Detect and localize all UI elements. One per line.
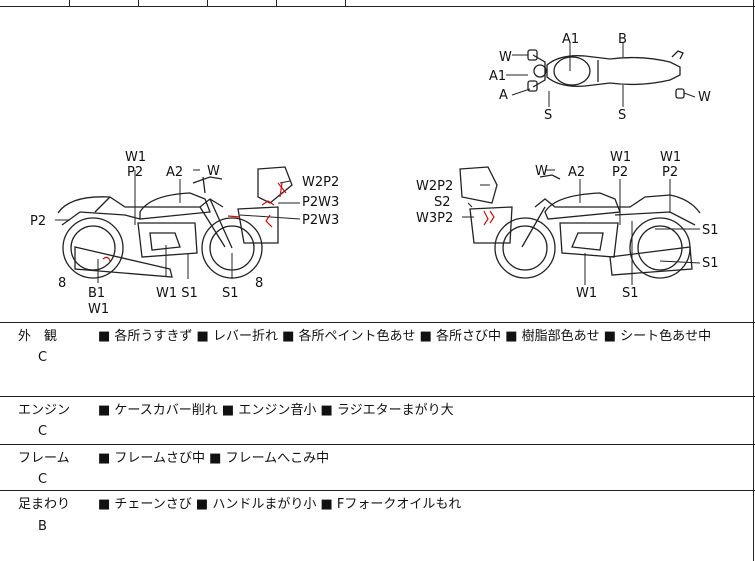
section-description: ■ ケースカバー削れ ■ エンジン音小 ■ ラジエターまがり大 <box>98 403 454 418</box>
damage-marks <box>102 182 495 262</box>
label-right-w2p2: W2P2 <box>416 179 453 194</box>
section-description: ■ チェーンさび ■ ハンドルまがり小 ■ Fフォークオイルもれ <box>98 497 462 512</box>
left-side-motorcycle <box>57 166 293 279</box>
label-right-a2: A2 <box>568 165 585 180</box>
section-description: ■ フレームさび中 ■ フレームへこみ中 <box>98 451 330 466</box>
label-left-8a: 8 <box>58 276 66 291</box>
label-left-w2p2: W2P2 <box>302 175 339 190</box>
header-cell <box>138 0 208 6</box>
header-row <box>0 0 755 7</box>
label-top-s2: S <box>618 108 626 123</box>
label-right-s1-a: S1 <box>702 223 719 238</box>
label-left-p2w3-a: P2W3 <box>302 195 339 210</box>
section-grade: C <box>38 350 48 365</box>
label-left-p2: P2 <box>127 165 143 180</box>
label-left-a2: A2 <box>166 165 183 180</box>
label-top-a1: A1 <box>562 32 579 47</box>
label-left-w1-b: W1 <box>88 302 109 317</box>
label-right-w3p2: W3P2 <box>416 211 453 226</box>
section-category: 足まわり <box>18 497 71 512</box>
label-left-s1: S1 <box>222 286 239 301</box>
damage-diagram: A1 B W A1 A S S W W1 P2 A2 W W2P2 P2W3 P… <box>0 7 755 322</box>
label-top-s1: S <box>544 108 552 123</box>
section-suspension: 足まわり B ■ チェーンさび ■ ハンドルまがり小 ■ Fフォークオイルもれ <box>0 492 755 561</box>
section-engine: エンジン C ■ ケースカバー削れ ■ エンジン音小 ■ ラジエターまがり大 <box>0 398 755 444</box>
label-right-p2-a: P2 <box>612 165 628 180</box>
section-category: エンジン <box>18 403 71 418</box>
section-frame: フレーム C ■ フレームさび中 ■ フレームへこみ中 <box>0 446 755 490</box>
label-right-w1-b: W1 <box>660 150 681 165</box>
divider <box>0 396 755 397</box>
label-right-p2-b: P2 <box>662 165 678 180</box>
divider <box>0 490 755 491</box>
header-cell <box>207 0 277 6</box>
leader-lines <box>55 43 701 285</box>
header-cell <box>0 0 70 6</box>
label-left-p2-side: P2 <box>30 214 46 229</box>
label-right-s2: S2 <box>434 195 451 210</box>
label-top-a1-left: A1 <box>489 69 506 84</box>
divider <box>0 444 755 445</box>
right-border <box>753 0 754 561</box>
section-grade: B <box>38 519 47 534</box>
label-left-p2w3-b: P2W3 <box>302 213 339 228</box>
section-grade: C <box>38 424 48 439</box>
divider <box>0 322 755 323</box>
top-view-motorcycle <box>527 49 685 99</box>
header-cell <box>276 0 346 6</box>
section-exterior: 外 観 C ■ 各所うすきず ■ レバー折れ ■ 各所ペイント色あせ ■ 各所さ… <box>0 324 755 396</box>
motorcycle-diagram-svg: A1 B W A1 A S S W W1 P2 A2 W W2P2 P2W3 P… <box>30 32 719 317</box>
label-left-b1: B1 <box>88 286 105 301</box>
label-top-w-left: W <box>499 50 512 65</box>
section-description: ■ 各所うすきず ■ レバー折れ ■ 各所ペイント色あせ ■ 各所さび中 ■ 樹… <box>98 329 712 344</box>
label-top-b: B <box>618 32 627 47</box>
label-top-w-right: W <box>698 90 711 105</box>
label-left-w: W <box>207 164 220 179</box>
label-right-w1-c: W1 <box>576 286 597 301</box>
label-left-8b: 8 <box>255 276 263 291</box>
label-left-w1s1: W1 S1 <box>156 286 198 301</box>
label-left-w1: W1 <box>125 150 146 165</box>
label-top-a-left: A <box>499 88 508 103</box>
section-category: フレーム <box>18 451 70 466</box>
label-right-w: W <box>535 164 548 179</box>
header-cell <box>69 0 139 6</box>
label-right-s1-c: S1 <box>622 286 639 301</box>
label-right-s1-b: S1 <box>702 256 719 271</box>
section-category: 外 観 <box>18 329 58 344</box>
label-right-w1-a: W1 <box>610 150 631 165</box>
section-grade: C <box>38 472 48 487</box>
